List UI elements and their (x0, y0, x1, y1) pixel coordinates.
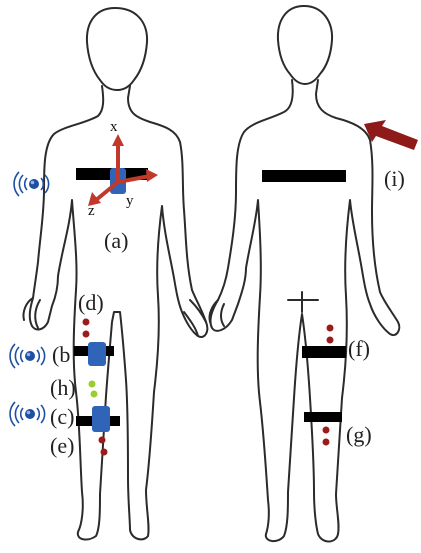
label-f: (f) (348, 338, 370, 360)
markers-f (327, 325, 334, 344)
label-e: (e) (50, 435, 74, 457)
wireless-signal-icon (10, 402, 45, 426)
markers-g (323, 427, 330, 446)
thigh-sensor (88, 342, 106, 366)
label-h: (h) (50, 377, 76, 399)
label-g: (g) (346, 424, 372, 446)
markers-d (83, 319, 90, 338)
shank-strap-back (304, 412, 342, 422)
axis-label-y: y (126, 194, 134, 209)
front-body-outline (23, 8, 207, 539)
label-d: (d) (78, 292, 104, 314)
wireless-signal-icon (10, 344, 45, 368)
axis-label-z: z (88, 204, 95, 219)
label-b: (b (52, 344, 70, 366)
label-c: (c) (50, 406, 74, 428)
shank-sensor (92, 406, 110, 432)
direction-arrow-icon (364, 120, 418, 150)
label-i: (i) (384, 168, 405, 190)
axis-label-x: x (110, 120, 118, 135)
markers-h (89, 381, 98, 398)
label-a: (a) (104, 230, 128, 252)
back-strap (262, 170, 346, 182)
thigh-strap-back (302, 346, 346, 358)
back-body-outline (209, 6, 399, 542)
